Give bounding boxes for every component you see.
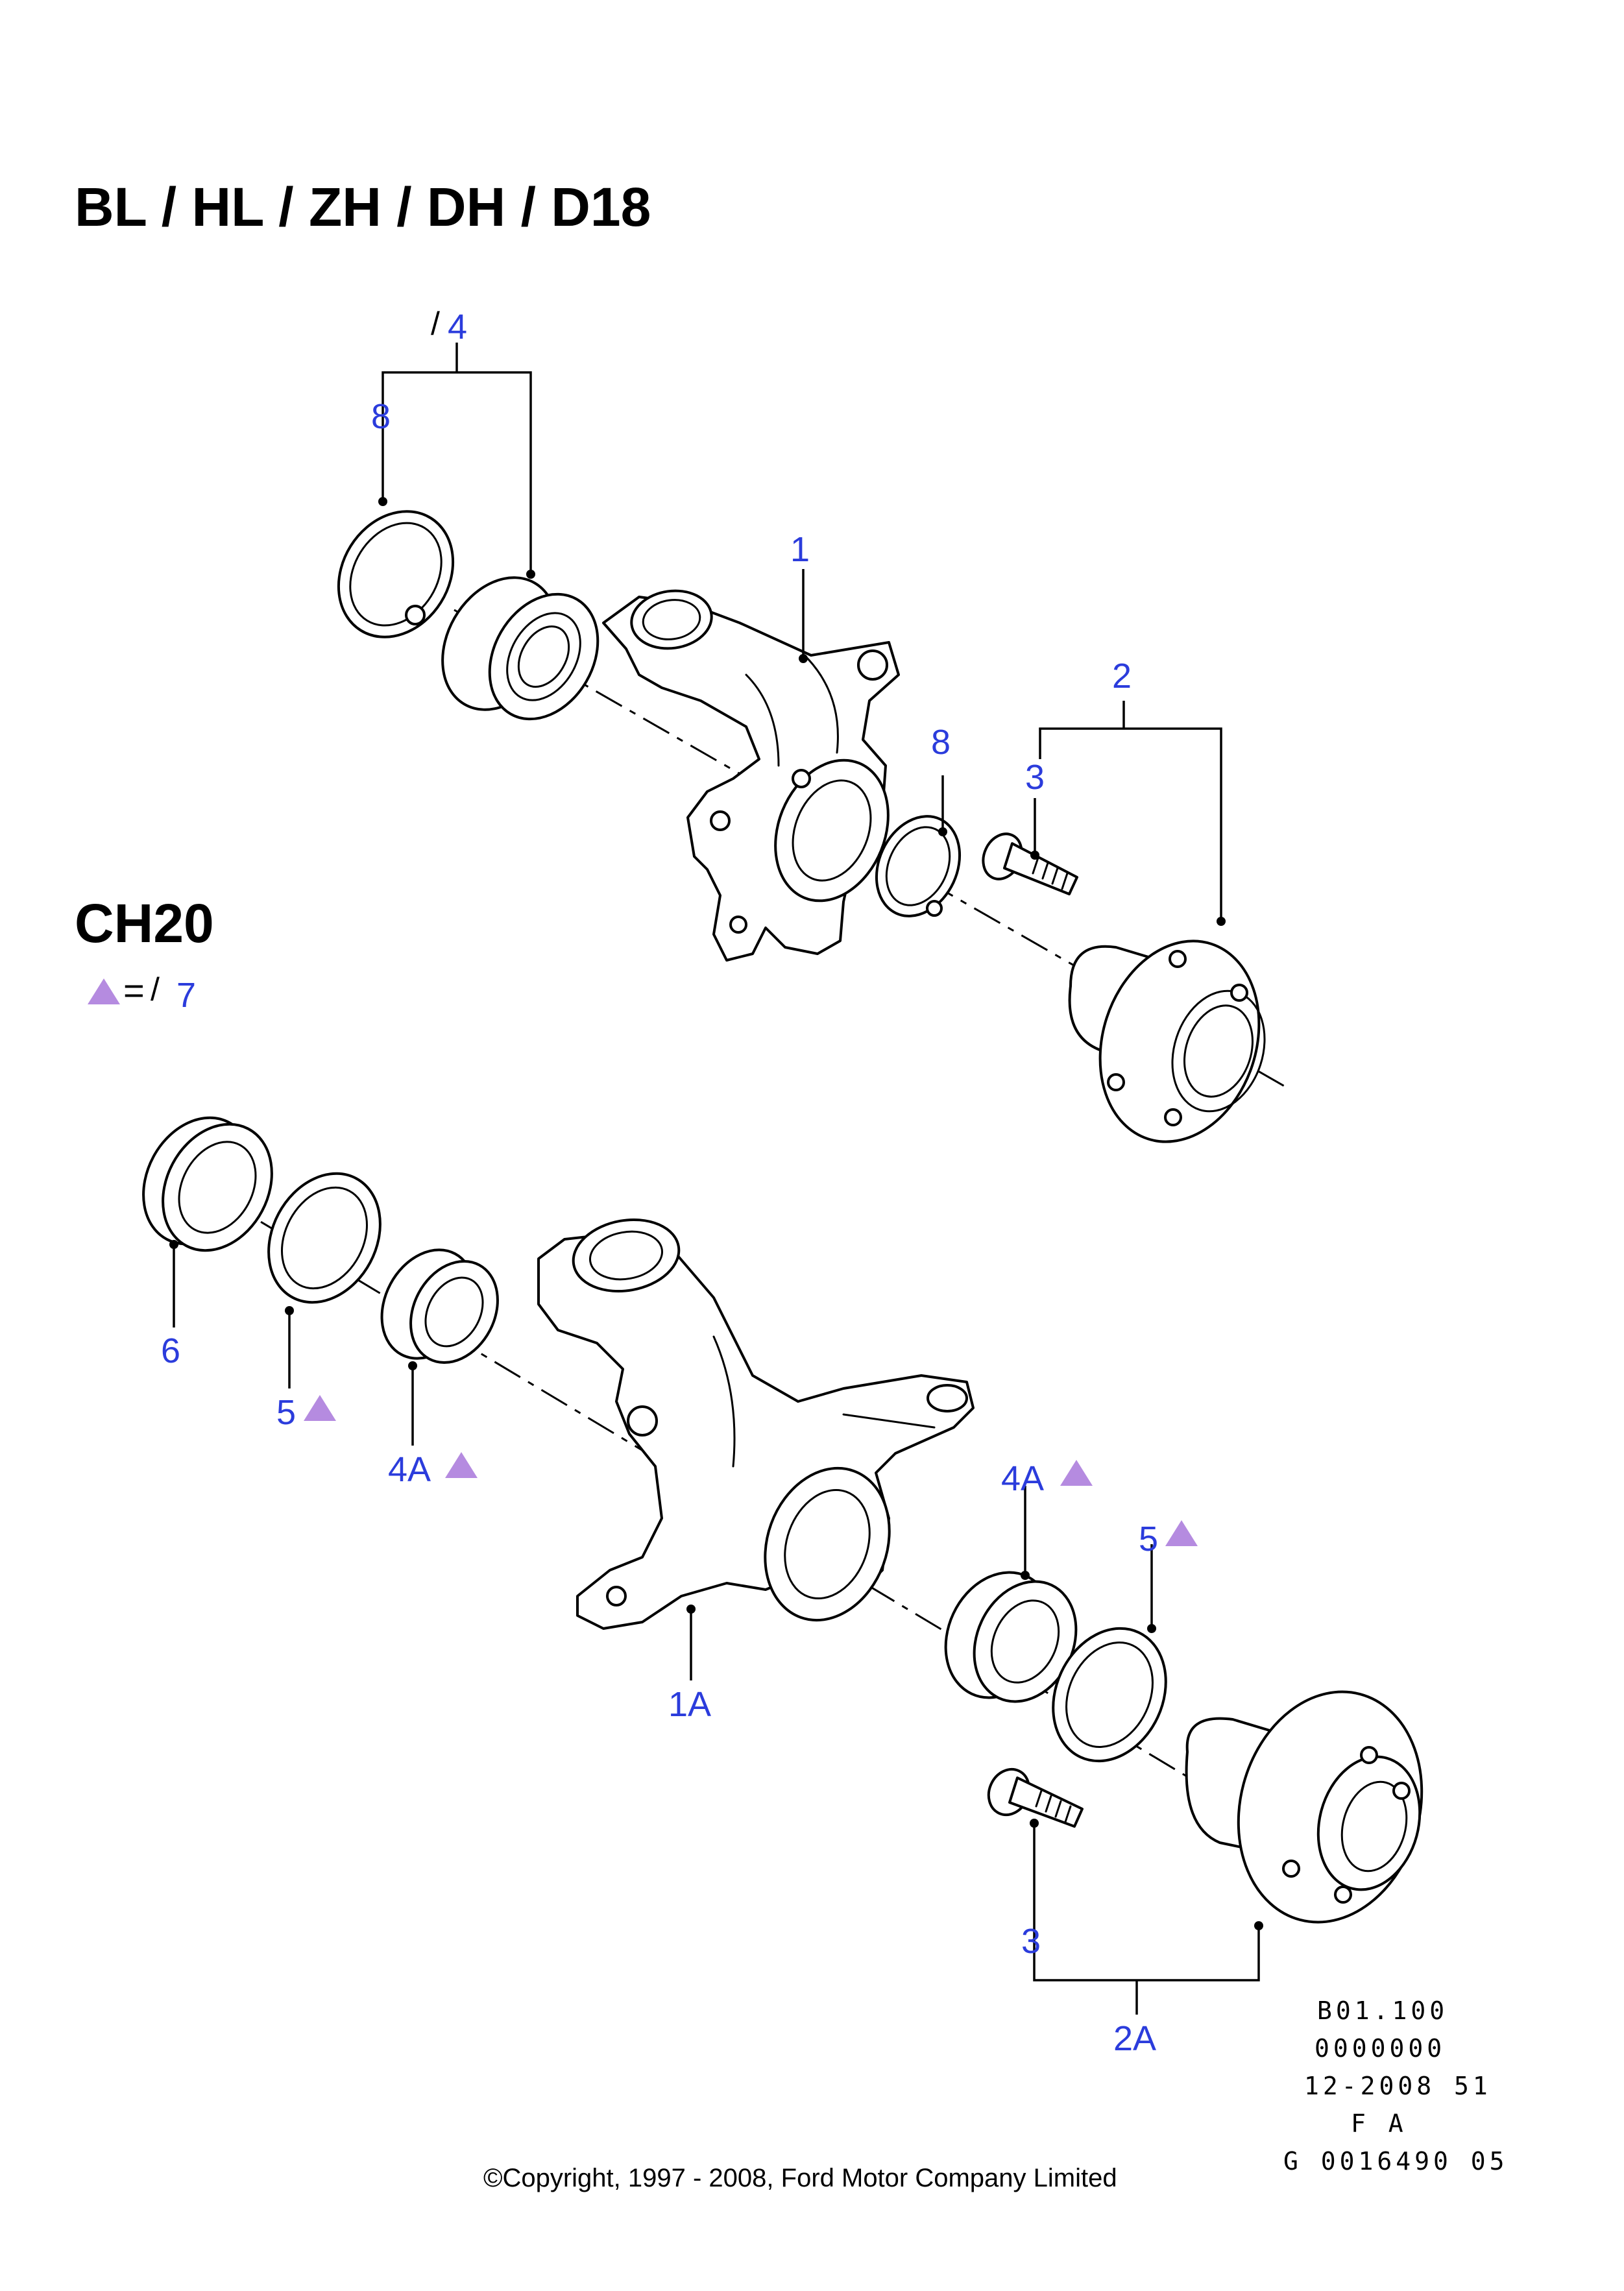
triangle-marker-icon [445,1452,478,1478]
ref-line-1: B01.100 [1317,1996,1448,2025]
ring-5-left [267,1172,382,1304]
ref-line-4: F A [1351,2109,1407,2138]
triangle-marker-icon [88,978,120,1004]
wheel-hub-bottom [1185,1690,1424,1924]
wheel-hub-top [1068,939,1266,1143]
callout-4a-right: 4A [1001,1459,1044,1498]
seal-6 [142,1116,273,1252]
top-assembly: / 4 8 1 2 8 3 [337,306,1292,1143]
copyright-notice: ©Copyright, 1997 - 2008, Ford Motor Comp… [483,2164,1117,2192]
bolt-top [982,832,1078,895]
heading-variant-top: BL / HL / ZH / DH / D18 [75,176,651,237]
ref-line-3: 12-2008 51 [1304,2072,1492,2100]
legend: = / 7 [88,970,196,1015]
callout-3-top: 3 [1025,758,1045,797]
callout-5-right: 5 [1139,1520,1158,1558]
leaders-bottom [169,1240,1263,2015]
callout-8-right: 8 [931,723,951,762]
heading-variant-ch20: CH20 [75,893,214,954]
callout-4a-left: 4A [388,1450,431,1489]
callouts-top: / 4 8 1 2 8 3 [371,306,1132,797]
callout-5-left: 5 [276,1393,296,1432]
steering-knuckle-bottom [537,1218,975,1630]
bolt-bottom [987,1767,1084,1828]
callout-2a: 2A [1113,2019,1156,2058]
bearing-4a-right [944,1571,1078,1703]
triangle-marker-icon [304,1395,336,1421]
slash-glyph: / [431,306,440,342]
callouts-bottom: 6 5 4A 1A 4A 5 3 2A [161,1331,1198,2058]
callout-2: 2 [1112,657,1132,696]
callout-group-4: 4 [448,308,467,346]
legend-ref: 7 [176,976,196,1015]
ring-5-right [1052,1627,1167,1763]
triangle-marker-icon [1165,1520,1198,1546]
callout-6: 6 [161,1331,180,1370]
bottom-assembly: 6 5 4A 1A 4A 5 3 2A [142,1116,1424,2058]
steering-knuckle-top [602,589,900,962]
ref-line-2: 0000000 [1315,2034,1446,2063]
legend-slash: / [151,971,160,1008]
callout-8-left: 8 [371,397,391,436]
triangle-marker-icon [1060,1460,1093,1486]
callout-1a: 1A [668,1685,711,1724]
reference-block: B01.100 0000000 12-2008 51 F A G 0016490… [1283,1996,1509,2176]
leaders-top [378,343,1226,926]
legend-equals: = [123,970,145,1011]
snap-ring-left [337,510,455,638]
callout-1: 1 [790,530,810,569]
bearing-4a-left [380,1248,499,1364]
callout-3-bottom: 3 [1021,1922,1041,1961]
snap-ring-right [875,815,962,917]
ref-line-5: G 0016490 05 [1283,2147,1509,2176]
wheel-bearing-top [441,576,600,721]
